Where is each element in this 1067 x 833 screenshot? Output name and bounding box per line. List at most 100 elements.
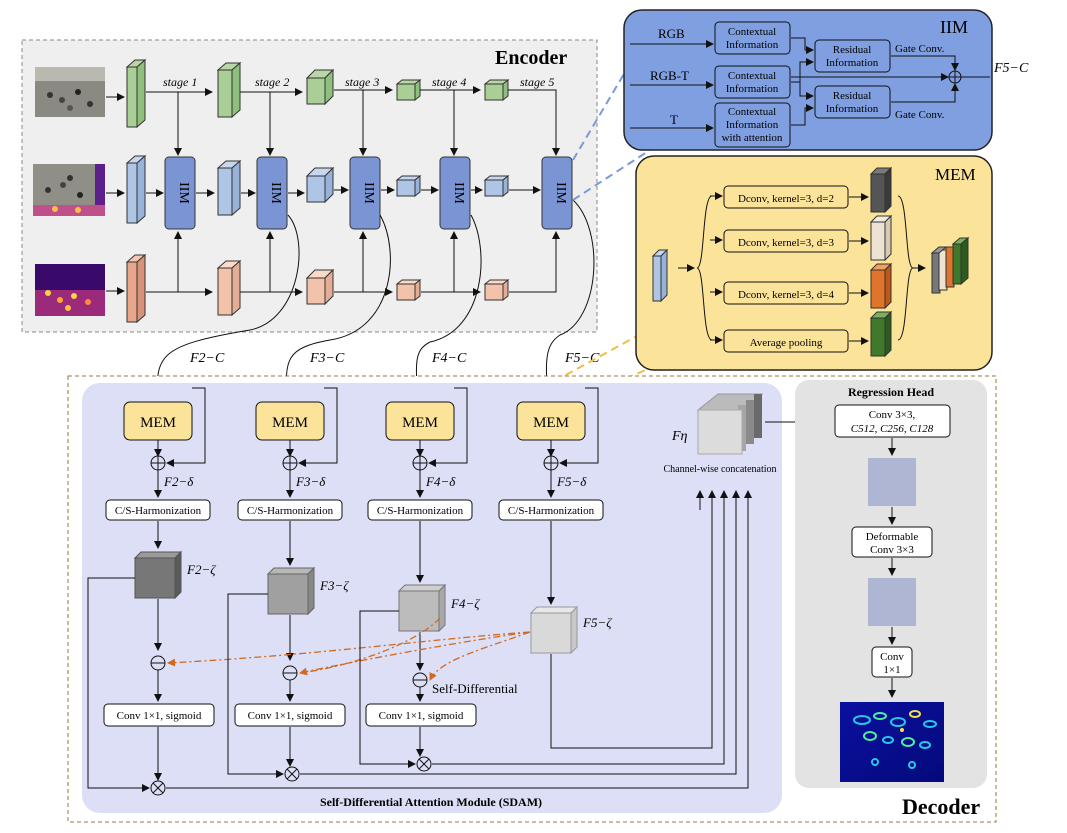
thermal-feature-blocks	[125, 253, 510, 324]
svg-text:Information: Information	[826, 57, 879, 69]
harmonization-box-4: C/S-Harmonization	[367, 499, 473, 521]
f3z-cube	[266, 566, 316, 616]
svg-text:IIM: IIM	[451, 182, 466, 204]
regression-title: Regression Head	[848, 385, 934, 399]
svg-text:C/S-Harmonization: C/S-Harmonization	[115, 505, 202, 517]
svg-text:Information: Information	[726, 39, 779, 51]
mem-detail-title: MEM	[935, 165, 976, 184]
conv11-box: Conv 1×1	[871, 646, 913, 678]
svg-text:Contextual: Contextual	[728, 26, 776, 38]
avg-pooling-box: Average pooling	[723, 329, 849, 353]
svg-text:with attention: with attention	[722, 132, 783, 144]
iim-detail-title: IIM	[940, 17, 968, 37]
iim-detail-panel: IIM RGB RGB-T T Contextual Information C…	[623, 9, 993, 151]
svg-text:IIM: IIM	[553, 182, 568, 204]
f4z-cube	[397, 583, 447, 633]
f2z-label: F2−ζ	[186, 562, 216, 577]
harmonization-box-5: C/S-Harmonization	[498, 499, 604, 521]
svg-text:Conv 3×3,: Conv 3×3,	[869, 409, 916, 421]
svg-text:C/S-Harmonization: C/S-Harmonization	[508, 505, 595, 517]
svg-text:Information: Information	[726, 119, 779, 131]
f3c-label: F3−C	[309, 351, 345, 366]
mem-branch-outputs	[869, 166, 893, 358]
svg-text:Contextual: Contextual	[728, 106, 776, 118]
svg-text:C/S-Harmonization: C/S-Harmonization	[377, 505, 464, 517]
iim-to-mem-links	[153, 199, 595, 401]
iim-block-1: IIM	[164, 156, 196, 230]
dconv-d4-box: Dconv, kernel=3, d=4	[723, 281, 849, 305]
svg-text:Deformable: Deformable	[866, 531, 919, 543]
svg-text:IIM: IIM	[176, 182, 191, 204]
svg-text:IIM: IIM	[268, 182, 283, 204]
dconv-d2-box: Dconv, kernel=3, d=2	[723, 185, 849, 209]
f3z-label: F3−ζ	[319, 578, 349, 593]
svg-text:MEM: MEM	[402, 415, 438, 431]
f2z-cube	[133, 550, 183, 600]
rgbt-feature-blocks	[125, 154, 510, 225]
mem-residual-links	[154, 387, 599, 467]
minus-nodes	[150, 655, 428, 688]
rgb-feature-blocks	[125, 58, 510, 129]
svg-text:Conv 3×3: Conv 3×3	[870, 544, 914, 556]
density-map	[840, 702, 944, 782]
svg-text:C512, C256, C128: C512, C256, C128	[851, 423, 934, 435]
iim-block-2: IIM	[256, 156, 288, 230]
iim-residual-box-2: Residual Information	[814, 85, 891, 119]
iim-context-box-3: Contextual Information with attention	[714, 102, 791, 148]
f3d-label: F3−δ	[295, 474, 326, 489]
svg-text:Contextual: Contextual	[728, 70, 776, 82]
iim-block-3: IIM	[349, 156, 381, 230]
input-rgb-image	[35, 67, 105, 117]
svg-text:Residual: Residual	[833, 44, 872, 56]
stage-4-label: stage 4	[432, 75, 466, 89]
concat-label: Channel-wise concatenation	[663, 464, 776, 475]
mem-box-4: MEM	[385, 401, 455, 441]
feta-label: Fη	[671, 429, 688, 444]
svg-text:Residual: Residual	[833, 90, 872, 102]
sdam-label: Self-Differential Attention Module (SDAM…	[320, 795, 542, 809]
mem-box-2: MEM	[123, 401, 193, 441]
svg-text:Dconv, kernel=3, d=4: Dconv, kernel=3, d=4	[738, 289, 835, 301]
svg-text:Conv 1×1, sigmoid: Conv 1×1, sigmoid	[248, 710, 333, 722]
input-thermal-image	[35, 264, 105, 316]
regression-feature-2	[868, 578, 916, 626]
harmonization-box-3: C/S-Harmonization	[237, 499, 343, 521]
svg-text:Average pooling: Average pooling	[750, 337, 823, 349]
gate-conv-2-label: Gate Conv.	[895, 109, 945, 121]
svg-text:Conv 1×1, sigmoid: Conv 1×1, sigmoid	[379, 710, 464, 722]
svg-text:1×1: 1×1	[883, 664, 900, 676]
mem-detail-panel: MEM Dconv, kernel=3, d=2 Dconv, kernel=3…	[635, 155, 993, 371]
encoder-title: Encoder	[495, 47, 567, 69]
f5z-cube	[529, 605, 579, 655]
iim-context-box-1: Contextual Information	[714, 21, 791, 55]
dconv-d3-box: Dconv, kernel=3, d=3	[723, 229, 849, 253]
f2d-label: F2−δ	[163, 474, 194, 489]
svg-text:MEM: MEM	[533, 415, 569, 431]
stage-2-label: stage 2	[255, 75, 289, 89]
decoder-panel: Decoder Self-Differential Attention Modu…	[67, 375, 997, 823]
self-differential-links	[167, 617, 531, 681]
input-rgbt-image	[33, 164, 105, 216]
stage-3-label: stage 3	[345, 75, 379, 89]
iim-context-box-2: Contextual Information	[714, 65, 791, 99]
iim-output-label: F5−C	[993, 61, 1029, 76]
svg-text:C/S-Harmonization: C/S-Harmonization	[247, 505, 334, 517]
f5z-label: F5−ζ	[582, 615, 612, 630]
mem-box-3: MEM	[255, 401, 325, 441]
decoder-title: Decoder	[902, 794, 980, 819]
iim-input-t: T	[670, 112, 678, 127]
f2c-label: F2−C	[189, 351, 225, 366]
conv-sigmoid-box-4: Conv 1×1, sigmoid	[365, 703, 477, 727]
stage-1-label: stage 1	[163, 75, 197, 89]
svg-text:Dconv, kernel=3, d=3: Dconv, kernel=3, d=3	[738, 237, 835, 249]
svg-text:Dconv, kernel=3, d=2: Dconv, kernel=3, d=2	[738, 193, 834, 205]
iim-block-5: IIM	[541, 156, 573, 230]
f4c-label: F4−C	[431, 351, 467, 366]
encoder-panel: Encoder	[21, 39, 598, 333]
svg-text:Information: Information	[726, 83, 779, 95]
mem-box-5: MEM	[516, 401, 586, 441]
regression-feature-1	[868, 458, 916, 506]
plus-nodes	[150, 455, 559, 471]
iim-input-rgbt: RGB-T	[650, 68, 689, 83]
